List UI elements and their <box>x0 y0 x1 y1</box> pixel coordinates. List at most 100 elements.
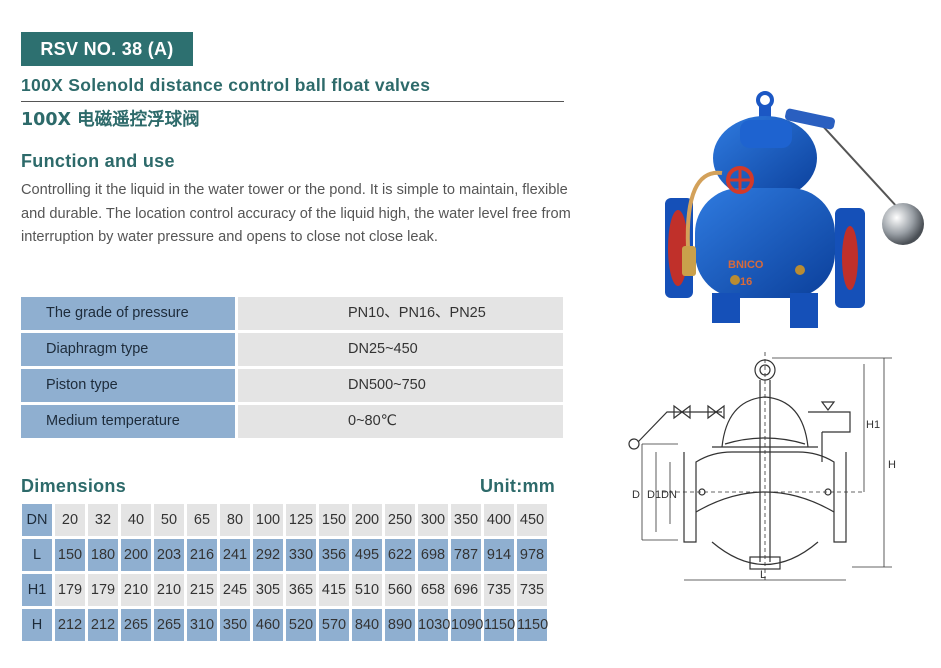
cell: 212 <box>88 609 118 641</box>
dimensions-row-h: H 212 212 265 265 310 350 460 520 570 84… <box>22 609 550 641</box>
row-label: L <box>22 539 52 571</box>
cell: 180 <box>88 539 118 571</box>
dimensions-row-dn: DN 20 32 40 50 65 80 100 125 150 200 250… <box>22 504 550 536</box>
valve-technical-drawing: H H1 D D1 DN L <box>628 352 896 582</box>
cell: 890 <box>385 609 415 641</box>
dimensions-heading: Dimensions <box>21 476 127 496</box>
function-description: Controlling it the liquid in the water t… <box>21 182 571 245</box>
cell: 1150 <box>517 609 548 641</box>
cell: 1150 <box>484 609 515 641</box>
cell: 265 <box>121 609 151 641</box>
cell: 415 <box>319 574 349 606</box>
cell: 787 <box>451 539 481 571</box>
cell: 215 <box>187 574 217 606</box>
cell: 40 <box>121 504 151 536</box>
cell: 150 <box>319 504 349 536</box>
cell: 460 <box>253 609 283 641</box>
cell: 350 <box>451 504 481 536</box>
cell: 210 <box>121 574 151 606</box>
cell: 250 <box>385 504 415 536</box>
cell: 698 <box>418 539 448 571</box>
cell: 570 <box>319 609 349 641</box>
dim-label-d1: D1 <box>647 489 661 501</box>
cell: 210 <box>154 574 184 606</box>
spec-label: Piston type <box>21 369 235 402</box>
float-ball-icon <box>882 203 924 245</box>
spec-value: PN10、PN16、PN25 <box>238 297 563 330</box>
dim-label-d: D <box>632 489 640 501</box>
cell: 400 <box>484 504 514 536</box>
cell: 125 <box>286 504 316 536</box>
nameplate-brand: BNICO <box>728 259 764 271</box>
dimensions-unit: Unit:mm <box>480 476 556 496</box>
spec-row-temperature: Medium temperature 0~80℃ <box>21 405 563 438</box>
cell: 495 <box>352 539 382 571</box>
spec-row-diaphragm: Diaphragm type DN25~450 <box>21 333 563 366</box>
cell: 560 <box>385 574 415 606</box>
cell: 100 <box>253 504 283 536</box>
cell: 292 <box>253 539 283 571</box>
cell: 978 <box>517 539 547 571</box>
cell: 20 <box>55 504 85 536</box>
nameplate-pressure: 16 <box>740 276 752 288</box>
spec-row-piston: Piston type DN500~750 <box>21 369 563 402</box>
product-title-cn: 100X 电磁遥控浮球阀 <box>21 110 200 130</box>
cell: 450 <box>517 504 547 536</box>
cell: 350 <box>220 609 250 641</box>
spec-row-pressure: The grade of pressure PN10、PN16、PN25 <box>21 297 563 330</box>
spec-value: DN25~450 <box>238 333 563 366</box>
cell: 520 <box>286 609 316 641</box>
cell: 330 <box>286 539 316 571</box>
cell: 200 <box>352 504 382 536</box>
cell: 245 <box>220 574 250 606</box>
cell: 840 <box>352 609 382 641</box>
cell: 622 <box>385 539 415 571</box>
spec-table: The grade of pressure PN10、PN16、PN25 Dia… <box>21 297 563 441</box>
dimensions-table: DN 20 32 40 50 65 80 100 125 150 200 250… <box>22 504 550 644</box>
cell: 212 <box>55 609 85 641</box>
dim-label-dn: DN <box>661 489 677 501</box>
cell: 735 <box>484 574 514 606</box>
function-heading: Function and use <box>21 151 175 171</box>
cell: 203 <box>154 539 184 571</box>
cell: 310 <box>187 609 217 641</box>
cell: 300 <box>418 504 448 536</box>
cell: 658 <box>418 574 448 606</box>
cell: 305 <box>253 574 283 606</box>
cell: 150 <box>55 539 85 571</box>
cell: 50 <box>154 504 184 536</box>
cell: 1090 <box>451 609 483 641</box>
row-label: H <box>22 609 52 641</box>
dim-label-h1: H1 <box>866 419 880 431</box>
dimensions-row-l: L 150 180 200 203 216 241 292 330 356 49… <box>22 539 550 571</box>
cell: 1030 <box>418 609 450 641</box>
cell: 914 <box>484 539 514 571</box>
valve-photo: BNICO 16 <box>665 91 924 328</box>
cell: 241 <box>220 539 250 571</box>
cell: 179 <box>88 574 118 606</box>
spec-label: The grade of pressure <box>21 297 235 330</box>
row-label: H1 <box>22 574 52 606</box>
product-title-en: 100X Solenold distance control ball floa… <box>21 75 431 95</box>
cell: 65 <box>187 504 217 536</box>
cell: 735 <box>517 574 547 606</box>
row-label: DN <box>22 504 52 536</box>
spec-value: DN500~750 <box>238 369 563 402</box>
cell: 216 <box>187 539 217 571</box>
cell: 510 <box>352 574 382 606</box>
cell: 365 <box>286 574 316 606</box>
cell: 80 <box>220 504 250 536</box>
cell: 696 <box>451 574 481 606</box>
title-divider <box>21 101 564 102</box>
dimensions-row-h1: H1 179 179 210 210 215 245 305 365 415 5… <box>22 574 550 606</box>
cell: 356 <box>319 539 349 571</box>
dim-label-l: L <box>760 569 766 581</box>
spec-value: 0~80℃ <box>238 405 563 438</box>
spec-label: Medium temperature <box>21 405 235 438</box>
model-badge: RSV NO. 38 (A) <box>21 32 193 66</box>
cell: 179 <box>55 574 85 606</box>
cell: 265 <box>154 609 184 641</box>
spec-label: Diaphragm type <box>21 333 235 366</box>
cell: 200 <box>121 539 151 571</box>
dim-label-h: H <box>888 459 896 471</box>
